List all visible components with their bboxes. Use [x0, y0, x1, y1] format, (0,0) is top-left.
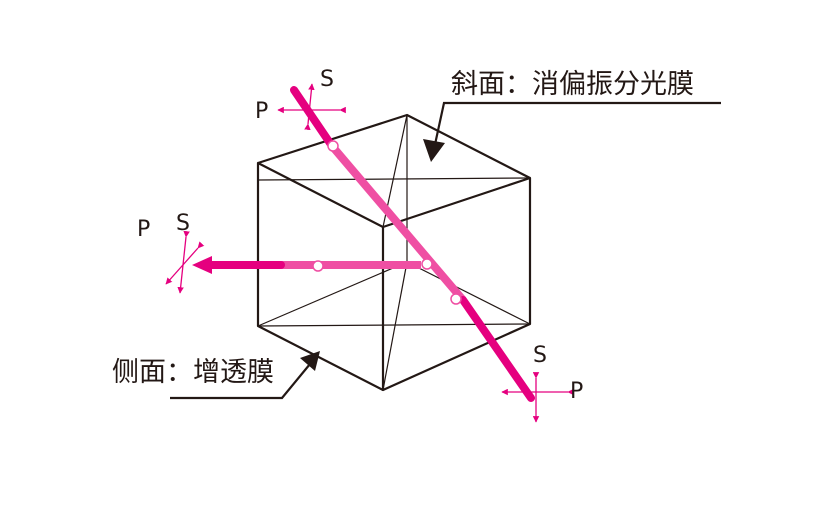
leader-diagonal-face — [423, 101, 721, 162]
pol-right-s-label: S — [176, 211, 190, 236]
polarization-bottom — [501, 372, 574, 423]
leader-arrowhead-side — [300, 351, 320, 371]
pol-bottom-p-label: P — [570, 379, 583, 404]
cube — [256, 113, 532, 392]
leader-arrowhead-diagonal — [423, 139, 445, 162]
diagonal-beam-outer-top — [290, 86, 336, 150]
marker-top-entry — [327, 140, 339, 152]
polarization-right — [165, 230, 205, 294]
light-beams — [192, 86, 535, 402]
split-plane-bottom-diagonal — [257, 323, 531, 327]
pol-right-p-label: P — [137, 217, 150, 242]
pol-top-p-label: P — [255, 99, 268, 124]
marker-right-exit — [312, 260, 324, 272]
split-plane-top-diagonal — [257, 177, 531, 181]
polarization-top — [277, 83, 346, 131]
pol-top-s-label: S — [320, 67, 334, 92]
leader-line-side — [170, 363, 311, 400]
leader-side-face — [170, 351, 320, 400]
mirrored-diagram-group — [165, 83, 721, 423]
diagonal-beam-outer-bottom — [459, 296, 535, 402]
marker-bottom-exit — [450, 293, 462, 305]
split-plane-diagonal-b — [382, 261, 408, 391]
diagonal-face-label: 斜面：消偏振分光膜 — [451, 69, 694, 100]
cube-hidden-bottom-right-edge — [257, 261, 408, 327]
side-face-label: 侧面：增透膜 — [112, 357, 274, 388]
marker-split-point — [421, 258, 433, 270]
cube-right-face — [256, 161, 384, 391]
pol-right-p-axis — [165, 241, 205, 285]
pol-bottom-s-label: S — [533, 343, 547, 368]
cube-hidden-bottom-left-edge — [406, 261, 531, 325]
pol-top-s-axis — [304, 83, 315, 131]
reflected-beam-arrowhead — [192, 256, 212, 274]
diagonal-beam-inside-cube — [328, 143, 467, 303]
cube-top-back-edges — [257, 113, 531, 179]
leader-line-diagonal — [432, 101, 721, 150]
